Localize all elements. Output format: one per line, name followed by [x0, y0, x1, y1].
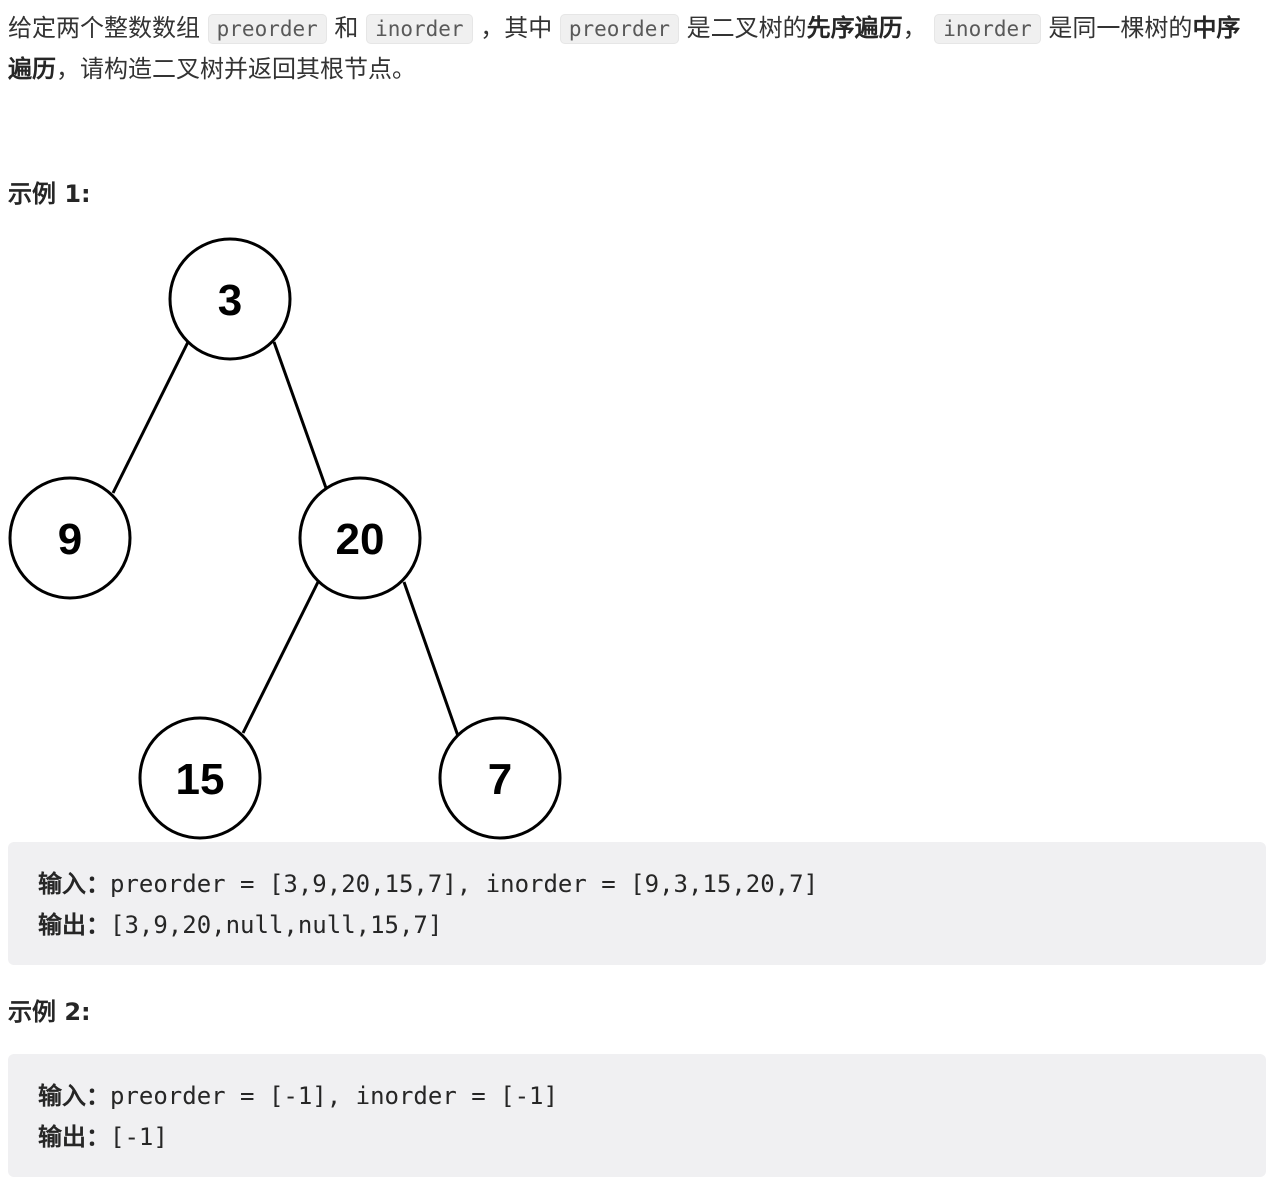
- output-label: 输出：: [38, 1123, 110, 1151]
- example-2-title: 示例 2:: [8, 998, 91, 1026]
- problem-description: 给定两个整数数组 preorder 和 inorder ，其中 preorder…: [8, 8, 1264, 89]
- input-label: 输入：: [38, 1082, 110, 1110]
- desc-text: 是二叉树的: [679, 14, 807, 42]
- desc-text: ，其中: [472, 14, 560, 42]
- example-1-title: 示例 1:: [8, 180, 91, 208]
- tree-node-7: [438, 716, 562, 840]
- tree-edge: [272, 341, 328, 489]
- code-inorder: inorder: [366, 14, 473, 44]
- code-preorder: preorder: [559, 14, 679, 44]
- bold-preorder-traversal: 先序遍历: [806, 14, 903, 42]
- desc-text: 和: [326, 14, 367, 42]
- code-inorder: inorder: [934, 14, 1041, 44]
- tree-edge: [111, 341, 190, 494]
- tree-node-20: [298, 476, 422, 600]
- tree-node-label: 15: [176, 755, 225, 804]
- input-text: preorder = [-1], inorder = [-1]: [110, 1082, 558, 1110]
- desc-text: ，请构造二叉树并返回其根节点。: [56, 55, 416, 83]
- desc-text: 是同一棵树的: [1040, 14, 1193, 42]
- tree-edge: [402, 581, 460, 737]
- bold-inorder-traversal: 中序遍历: [8, 14, 1241, 83]
- tree-node-3: [168, 237, 292, 361]
- output-text: [-1]: [110, 1123, 168, 1151]
- input-text: preorder = [3,9,20,15,7], inorder = [9,3…: [110, 870, 819, 898]
- example-2-code-block: 输入：preorder = [-1], inorder = [-1] 输出：[-…: [8, 1054, 1266, 1177]
- tree-node-label: 20: [336, 515, 385, 564]
- binary-tree-diagram: 3 9 20 15 7: [8, 237, 562, 840]
- desc-text: 给定两个整数数组: [8, 14, 208, 42]
- output-text: [3,9,20,null,null,15,7]: [110, 911, 443, 939]
- output-label: 输出：: [38, 911, 110, 939]
- tree-node-15: [138, 716, 262, 840]
- input-label: 输入：: [38, 870, 110, 898]
- tree-node-9: [8, 476, 132, 600]
- desc-text: ，: [902, 14, 935, 42]
- tree-node-label: 3: [218, 276, 242, 325]
- tree-node-label: 7: [488, 755, 512, 804]
- example-1-code-block: 输入：preorder = [3,9,20,15,7], inorder = […: [8, 842, 1266, 965]
- tree-edge: [241, 581, 320, 734]
- code-preorder: preorder: [207, 14, 327, 44]
- tree-node-label: 9: [58, 515, 82, 564]
